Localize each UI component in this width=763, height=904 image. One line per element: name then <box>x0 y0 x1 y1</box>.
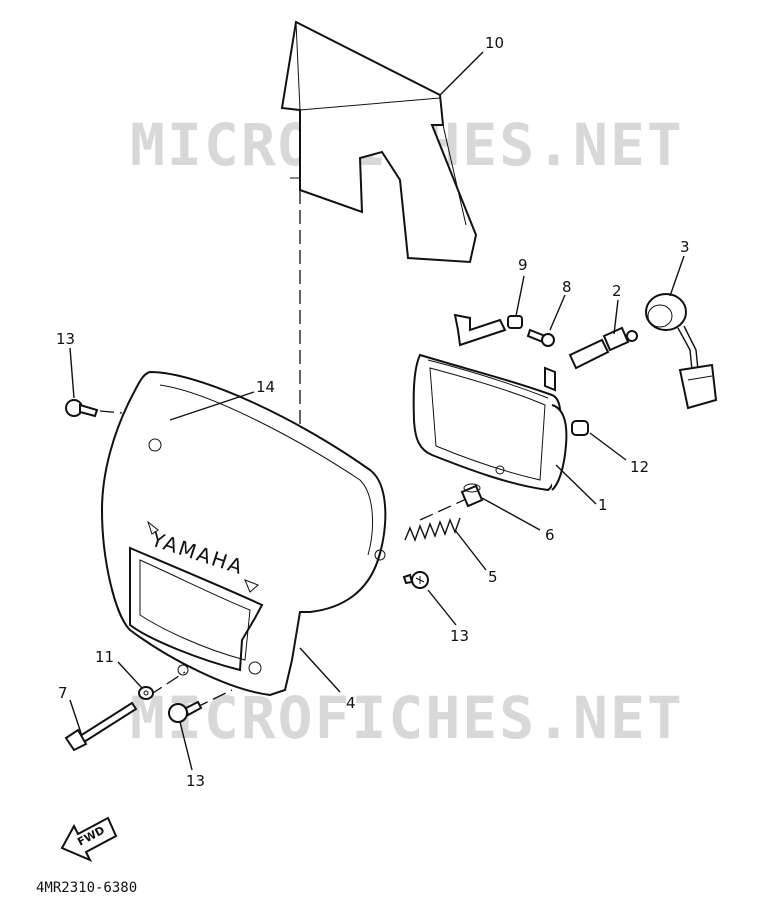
assembly-line <box>194 689 233 709</box>
part-3-socket <box>645 293 718 410</box>
callout-9: 9 <box>518 256 528 274</box>
callout-5: 5 <box>488 568 498 586</box>
part-13-bolt-bottom <box>168 700 203 723</box>
callout-2: 2 <box>612 282 622 300</box>
part-1-headlight-unit <box>412 313 568 492</box>
diagram-code: 4MR2310-6380 <box>36 880 137 896</box>
part-6-grommet <box>460 483 484 508</box>
callout-13-right: 13 <box>450 627 469 645</box>
part-5-spring <box>404 517 461 542</box>
part-13-bolt-left <box>65 399 99 418</box>
assembly-line <box>149 671 186 696</box>
watermark-bottom: MICROFICHES.NET <box>130 684 684 752</box>
part-9-collar <box>507 315 523 329</box>
part-4-headlight-cover: YAMAHA <box>100 370 387 697</box>
fwd-arrow-icon: FWD <box>60 816 118 862</box>
part-2-bulb <box>568 326 638 370</box>
callout-3: 3 <box>680 238 690 256</box>
part-12-nut <box>571 420 589 436</box>
callout-13-bottom: 13 <box>186 772 205 790</box>
part-13-bolt-right <box>402 571 429 589</box>
callout-13-left: 13 <box>56 330 75 348</box>
assembly-line <box>99 410 123 414</box>
callout-11: 11 <box>95 648 114 666</box>
part-11-washer <box>138 686 154 700</box>
callout-14: 14 <box>256 378 275 396</box>
callout-4: 4 <box>346 694 356 712</box>
callout-1: 1 <box>598 496 608 514</box>
callout-10: 10 <box>485 34 504 52</box>
leader-lines <box>69 51 685 771</box>
callout-7: 7 <box>58 684 68 702</box>
part-8-screw <box>526 328 555 347</box>
callout-12: 12 <box>630 458 649 476</box>
part-7-long-bolt <box>64 701 138 752</box>
callout-8: 8 <box>562 278 572 296</box>
part-10-bracket <box>280 20 478 264</box>
callout-6: 6 <box>545 526 555 544</box>
